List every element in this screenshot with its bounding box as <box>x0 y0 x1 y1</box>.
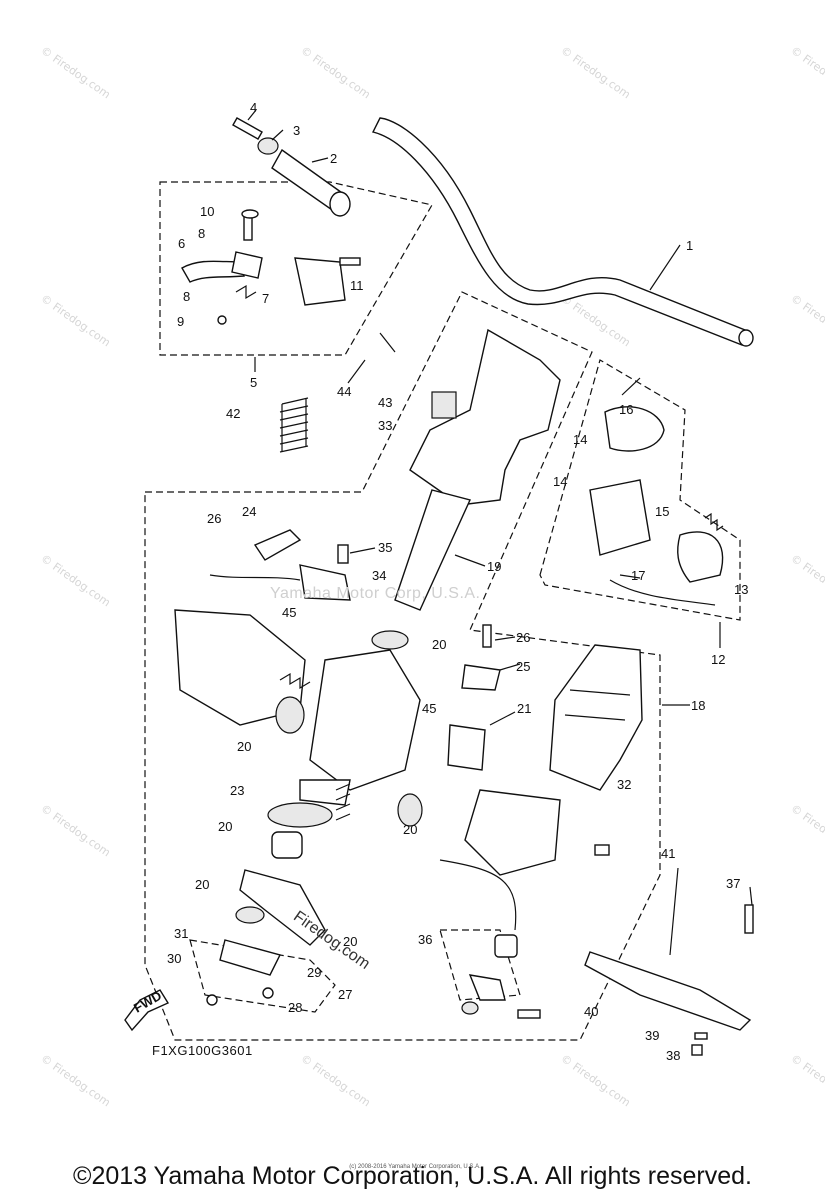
watermark-text: © Firedog.com <box>558 292 632 350</box>
callout-45b: 45 <box>422 701 436 716</box>
cover-32 <box>549 644 643 791</box>
callout-43: 43 <box>378 395 392 410</box>
callout-33: 33 <box>378 418 392 433</box>
callout-5: 5 <box>250 375 257 390</box>
callout-10: 10 <box>200 204 214 219</box>
housing-left <box>174 609 311 734</box>
callout-42: 42 <box>226 406 240 421</box>
watermark-text: © Firedog.com <box>788 44 825 102</box>
callout-9: 9 <box>177 314 184 329</box>
handlebar <box>371 117 754 347</box>
switch-assembly <box>589 406 724 606</box>
callout-21: 21 <box>517 701 531 716</box>
callout-20d: 20 <box>403 822 417 837</box>
callout-44: 44 <box>337 384 351 399</box>
fwd-arrow: FWD <box>124 988 170 1032</box>
callout-13: 13 <box>734 582 748 597</box>
watermark-text: © Firedog.com <box>558 1052 632 1110</box>
callout-26a: 26 <box>207 511 221 526</box>
cable-36 <box>439 859 541 1019</box>
cable-clamp-outline <box>439 929 521 1001</box>
callout-11: 11 <box>350 278 364 293</box>
center-watermark: Yamaha Motor Corp, U.S.A. <box>270 585 481 602</box>
watermark-text: © Firedog.com <box>558 44 632 102</box>
callout-20e: 20 <box>195 877 209 892</box>
callout-24: 24 <box>242 504 256 519</box>
callout-26b: 26 <box>516 630 530 645</box>
callout-38: 38 <box>666 1048 680 1063</box>
callout-18: 18 <box>691 698 705 713</box>
callout-28: 28 <box>288 1000 302 1015</box>
callout-20f: 20 <box>343 934 357 949</box>
callout-6: 6 <box>178 236 185 251</box>
callout-25: 25 <box>516 659 530 674</box>
watermark-text: © Firedog.com <box>788 292 825 350</box>
callout-36: 36 <box>418 932 432 947</box>
watermark-text: © Firedog.com <box>38 44 112 102</box>
lever-parts <box>181 209 361 325</box>
callout-31: 31 <box>174 926 188 941</box>
callout-34: 34 <box>372 568 386 583</box>
callout-39: 39 <box>645 1028 659 1043</box>
watermark-text: © Firedog.com <box>788 1052 825 1110</box>
plate-40 <box>584 867 754 1056</box>
watermark-text: © Firedog.com <box>38 552 112 610</box>
steering-column <box>394 328 561 611</box>
shaft-block <box>267 630 423 859</box>
lower-bracket <box>206 869 326 1006</box>
callout-32: 32 <box>617 777 631 792</box>
callout-1: 1 <box>686 238 693 253</box>
switch-assembly-outline <box>539 359 741 621</box>
watermark-text: © Firedog.com <box>38 292 112 350</box>
callout-40: 40 <box>584 1004 598 1019</box>
callout-23: 23 <box>230 783 244 798</box>
copyright-footer: ©2013 Yamaha Motor Corporation, U.S.A. A… <box>73 1162 752 1190</box>
callout-41: 41 <box>661 846 675 861</box>
callout-45a: 45 <box>282 605 296 620</box>
callout-3: 3 <box>293 123 300 138</box>
callout-20c: 20 <box>218 819 232 834</box>
watermark-text: © Firedog.com <box>788 802 825 860</box>
group-outlines <box>144 181 741 1041</box>
callout-30: 30 <box>167 951 181 966</box>
bracket-outline <box>189 939 336 1013</box>
lever-assembly-outline <box>159 181 433 356</box>
steering-assembly-outline <box>144 291 661 1041</box>
watermark-text: © Firedog.com <box>298 44 372 102</box>
watermark-text: © Firedog.com <box>38 802 112 860</box>
callout-14b: 14 <box>553 474 567 489</box>
lower-housing <box>464 789 610 876</box>
callout-19: 19 <box>487 559 501 574</box>
tiny-copyright: (c) 2008-2016 Yamaha Motor Corporation, … <box>349 1164 481 1170</box>
callout-7: 7 <box>262 291 269 306</box>
callout-8b: 8 <box>183 289 190 304</box>
leader-lines <box>247 109 753 906</box>
callout-2: 2 <box>330 151 337 166</box>
callout-12: 12 <box>711 652 725 667</box>
callout-20b: 20 <box>237 739 251 754</box>
callout-35: 35 <box>378 540 392 555</box>
callout-14a: 14 <box>573 432 587 447</box>
callout-27: 27 <box>338 987 352 1002</box>
callout-16: 16 <box>619 402 633 417</box>
callout-37: 37 <box>726 876 740 891</box>
callout-29: 29 <box>307 965 321 980</box>
watermark-text: © Firedog.com <box>788 552 825 610</box>
callout-4: 4 <box>250 100 257 115</box>
watermark-text: © Firedog.com <box>38 1052 112 1110</box>
callout-17: 17 <box>631 568 645 583</box>
spring-42 <box>279 397 309 453</box>
callout-8a: 8 <box>198 226 205 241</box>
harness-brackets <box>209 529 351 601</box>
callout-15: 15 <box>655 504 669 519</box>
diagram-code: F1XG100G3601 <box>152 1043 253 1058</box>
right-brackets <box>447 624 501 771</box>
watermark-text: © Firedog.com <box>298 1052 372 1110</box>
callout-numbers: 1 2 3 4 5 6 7 8 8 9 10 11 12 13 14 14 15… <box>167 100 748 1063</box>
grip-parts <box>232 117 351 217</box>
callout-20a: 20 <box>432 637 446 652</box>
